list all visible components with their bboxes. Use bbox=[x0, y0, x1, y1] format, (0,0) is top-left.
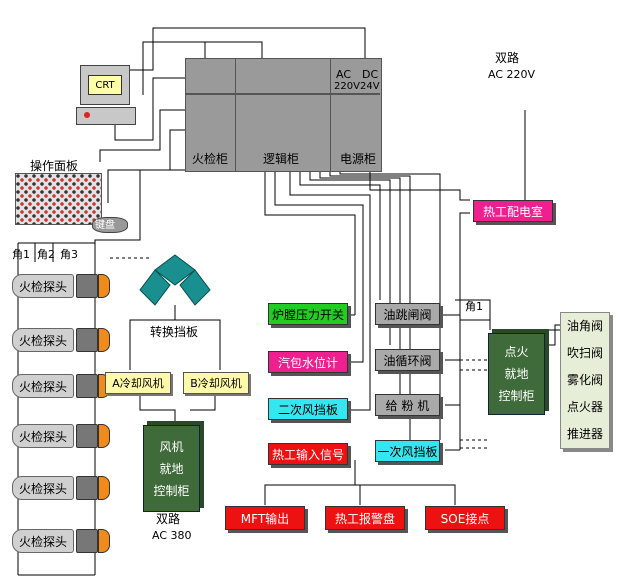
detector-body-icon bbox=[76, 424, 98, 448]
operation-panel bbox=[15, 173, 102, 225]
logic-cabinet-label: 逻辑柜 bbox=[263, 152, 300, 166]
keyboard-label: 键盘 bbox=[95, 220, 115, 231]
angle-label-2: 角2 bbox=[37, 248, 55, 261]
ignition-local-control-cabinet: 点火 就地 控制柜 bbox=[488, 333, 545, 415]
cooling-fan-a: A冷却风机 bbox=[105, 372, 171, 394]
advancer: 推进器 bbox=[566, 427, 603, 441]
flame-detector: 火检探头 bbox=[12, 424, 110, 448]
flame-detector: 火检探头 bbox=[12, 476, 110, 500]
cabinet-divider bbox=[185, 93, 380, 95]
ignition-cabinet-line1: 点火 bbox=[504, 345, 529, 359]
detector-body-icon bbox=[76, 529, 98, 553]
detector-lens-icon bbox=[98, 274, 110, 298]
thermal-alarm-panel: 热工报警盘 bbox=[325, 506, 405, 530]
fan-supply-line1: 双路 bbox=[156, 512, 181, 526]
mft-output: MFT输出 bbox=[225, 506, 305, 530]
purge-valve: 吹扫阀 bbox=[566, 346, 603, 360]
flame-detector-label: 火检探头 bbox=[12, 424, 74, 448]
detector-lens-icon bbox=[98, 529, 110, 553]
primary-air-damper: 一次风挡板 bbox=[375, 440, 440, 462]
oil-circulation-valve: 油循环阀 bbox=[375, 349, 440, 371]
crt-led-icon bbox=[84, 112, 90, 118]
drum-level-meter: 汽包水位计 bbox=[268, 351, 348, 373]
detector-body-icon bbox=[76, 374, 98, 398]
thermal-distribution-room: 热工配电室 bbox=[473, 200, 553, 222]
angle-label-3: 角3 bbox=[60, 248, 78, 261]
furnace-pressure-switch: 炉膛压力开关 bbox=[268, 303, 348, 325]
power-ac-label: AC bbox=[336, 68, 352, 81]
crt-monitor: CRT bbox=[80, 65, 130, 105]
flame-detector: 火检探头 bbox=[12, 374, 110, 398]
flame-detector: 火检探头 bbox=[12, 274, 110, 298]
dual-supply-line2: AC 220V bbox=[488, 68, 536, 81]
oil-angle-valve: 油角阀 bbox=[566, 319, 603, 333]
keyboard-icon bbox=[92, 217, 128, 233]
power-dc-value: 24V bbox=[360, 81, 380, 92]
flame-cabinet-label: 火检柜 bbox=[192, 152, 229, 166]
secondary-air-damper: 二次风挡板 bbox=[268, 398, 348, 420]
flame-detector-label: 火检探头 bbox=[12, 529, 74, 553]
detector-lens-icon bbox=[98, 476, 110, 500]
igniter: 点火器 bbox=[566, 400, 603, 414]
crt-screen: CRT bbox=[88, 75, 122, 95]
ignition-devices-panel: 油角阀 吹扫阀 雾化阀 点火器 推进器 bbox=[560, 312, 610, 449]
fan-cabinet-line3: 控制柜 bbox=[153, 483, 190, 498]
thermal-input-signal: 热工输入信号 bbox=[268, 443, 348, 465]
detector-lens-icon bbox=[98, 424, 110, 448]
flame-detector-label: 火检探头 bbox=[12, 328, 74, 352]
fan-cabinet-line1: 风机 bbox=[159, 439, 184, 454]
ignition-cabinet-line2: 就地 bbox=[504, 367, 529, 381]
angle-label-right: 角1 bbox=[465, 300, 483, 313]
power-ac-value: 220V bbox=[334, 81, 360, 92]
fan-cabinet-line2: 就地 bbox=[159, 461, 184, 476]
detector-lens-icon bbox=[98, 328, 110, 352]
power-cabinet-label: 电源柜 bbox=[340, 152, 377, 166]
atomizing-valve: 雾化阀 bbox=[566, 373, 603, 387]
flame-detector: 火检探头 bbox=[12, 529, 110, 553]
operation-panel-label: 操作面板 bbox=[30, 159, 79, 173]
detector-body-icon bbox=[76, 274, 98, 298]
detector-body-icon bbox=[76, 476, 98, 500]
fan-local-control-cabinet: 风机 就地 控制柜 bbox=[143, 425, 200, 512]
oil-trip-valve: 油跳闸阀 bbox=[375, 303, 440, 325]
powder-feeder: 给 粉 机 bbox=[375, 394, 440, 416]
ignition-cabinet-line3: 控制柜 bbox=[498, 389, 535, 403]
switch-baffle-label: 转换挡板 bbox=[150, 325, 199, 339]
dual-supply-line1: 双路 bbox=[495, 51, 520, 65]
flame-detector-label: 火检探头 bbox=[12, 374, 74, 398]
crt-base bbox=[76, 107, 136, 125]
flame-detector: 火检探头 bbox=[12, 328, 110, 352]
flame-detector-label: 火检探头 bbox=[12, 274, 74, 298]
flame-detection-cabinet bbox=[185, 58, 237, 172]
detector-body-icon bbox=[76, 328, 98, 352]
flame-detector-label: 火检探头 bbox=[12, 476, 74, 500]
angle-label-1: 角1 bbox=[12, 248, 30, 261]
power-dc-label: DC bbox=[362, 68, 379, 81]
cooling-fan-b: B冷却风机 bbox=[183, 372, 249, 394]
fan-supply-line2: AC 380 bbox=[152, 529, 192, 542]
soe-contact: SOE接点 bbox=[425, 506, 505, 530]
power-cabinet bbox=[330, 58, 382, 172]
